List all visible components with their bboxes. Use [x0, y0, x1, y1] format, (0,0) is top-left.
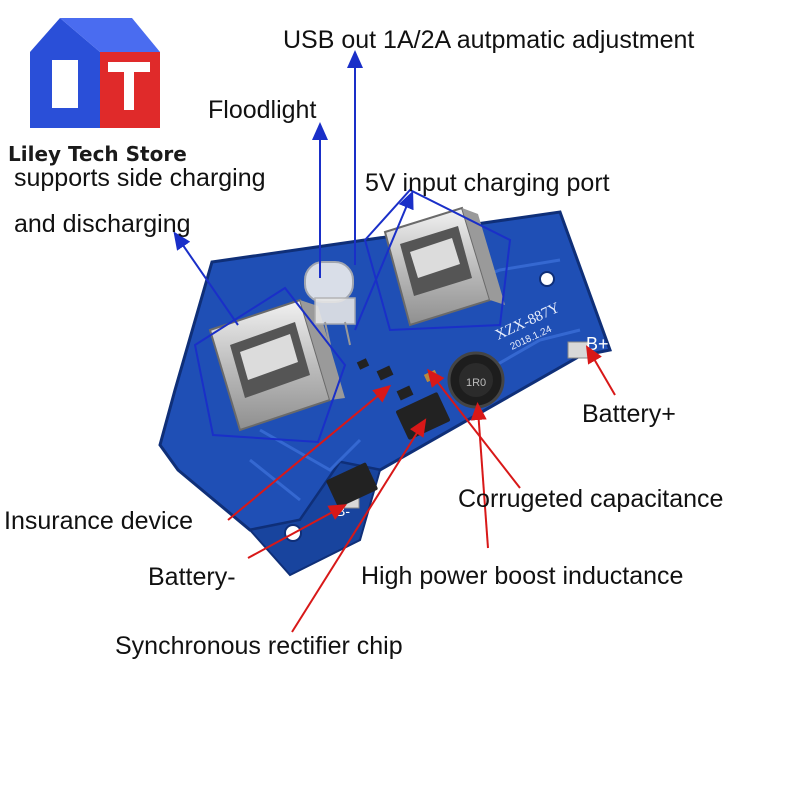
label-usb-out: USB out 1A/2A autpmatic adjustment: [283, 26, 695, 54]
label-input-port: 5V input charging port: [365, 169, 610, 197]
label-rectifier: Synchronous rectifier chip: [115, 632, 403, 660]
label-side-charging-1: supports side charging: [14, 164, 266, 192]
pcb-board: XZX-887Y 2018.1.24 B+ B- 1R0: [158, 210, 613, 577]
store-logo: [30, 18, 160, 128]
arrow-battery-plus: [585, 345, 616, 396]
arrow-battery-minus: [247, 504, 348, 559]
label-battery-plus: Battery+: [582, 400, 676, 428]
arrow-inductance: [470, 402, 489, 549]
label-side-charging-2: and discharging: [14, 210, 191, 238]
label-insurance: Insurance device: [4, 507, 194, 535]
usb-port-right: [383, 206, 505, 327]
board-bminus-text: B-: [336, 503, 350, 519]
arrow-capacitance: [427, 368, 521, 489]
arrow-rectifier: [291, 418, 427, 633]
label-floodlight: Floodlight: [208, 96, 317, 124]
arrow-input-port: [354, 190, 414, 331]
board-bplus-text: B+: [586, 334, 609, 354]
arrow-insurance: [227, 384, 392, 521]
label-inductance: High power boost inductance: [361, 562, 684, 590]
floodlight-led: [304, 261, 356, 346]
label-capacitance: Corrugeted capacitance: [458, 485, 724, 513]
inductor-marking-text: 1R0: [466, 377, 486, 389]
usb-port-left: [208, 298, 345, 432]
store-name: Liley Tech Store: [8, 142, 187, 166]
label-battery-minus: Battery-: [148, 563, 236, 591]
arrow-side-charging: [173, 231, 239, 326]
left-port-pentagon: [193, 286, 347, 444]
